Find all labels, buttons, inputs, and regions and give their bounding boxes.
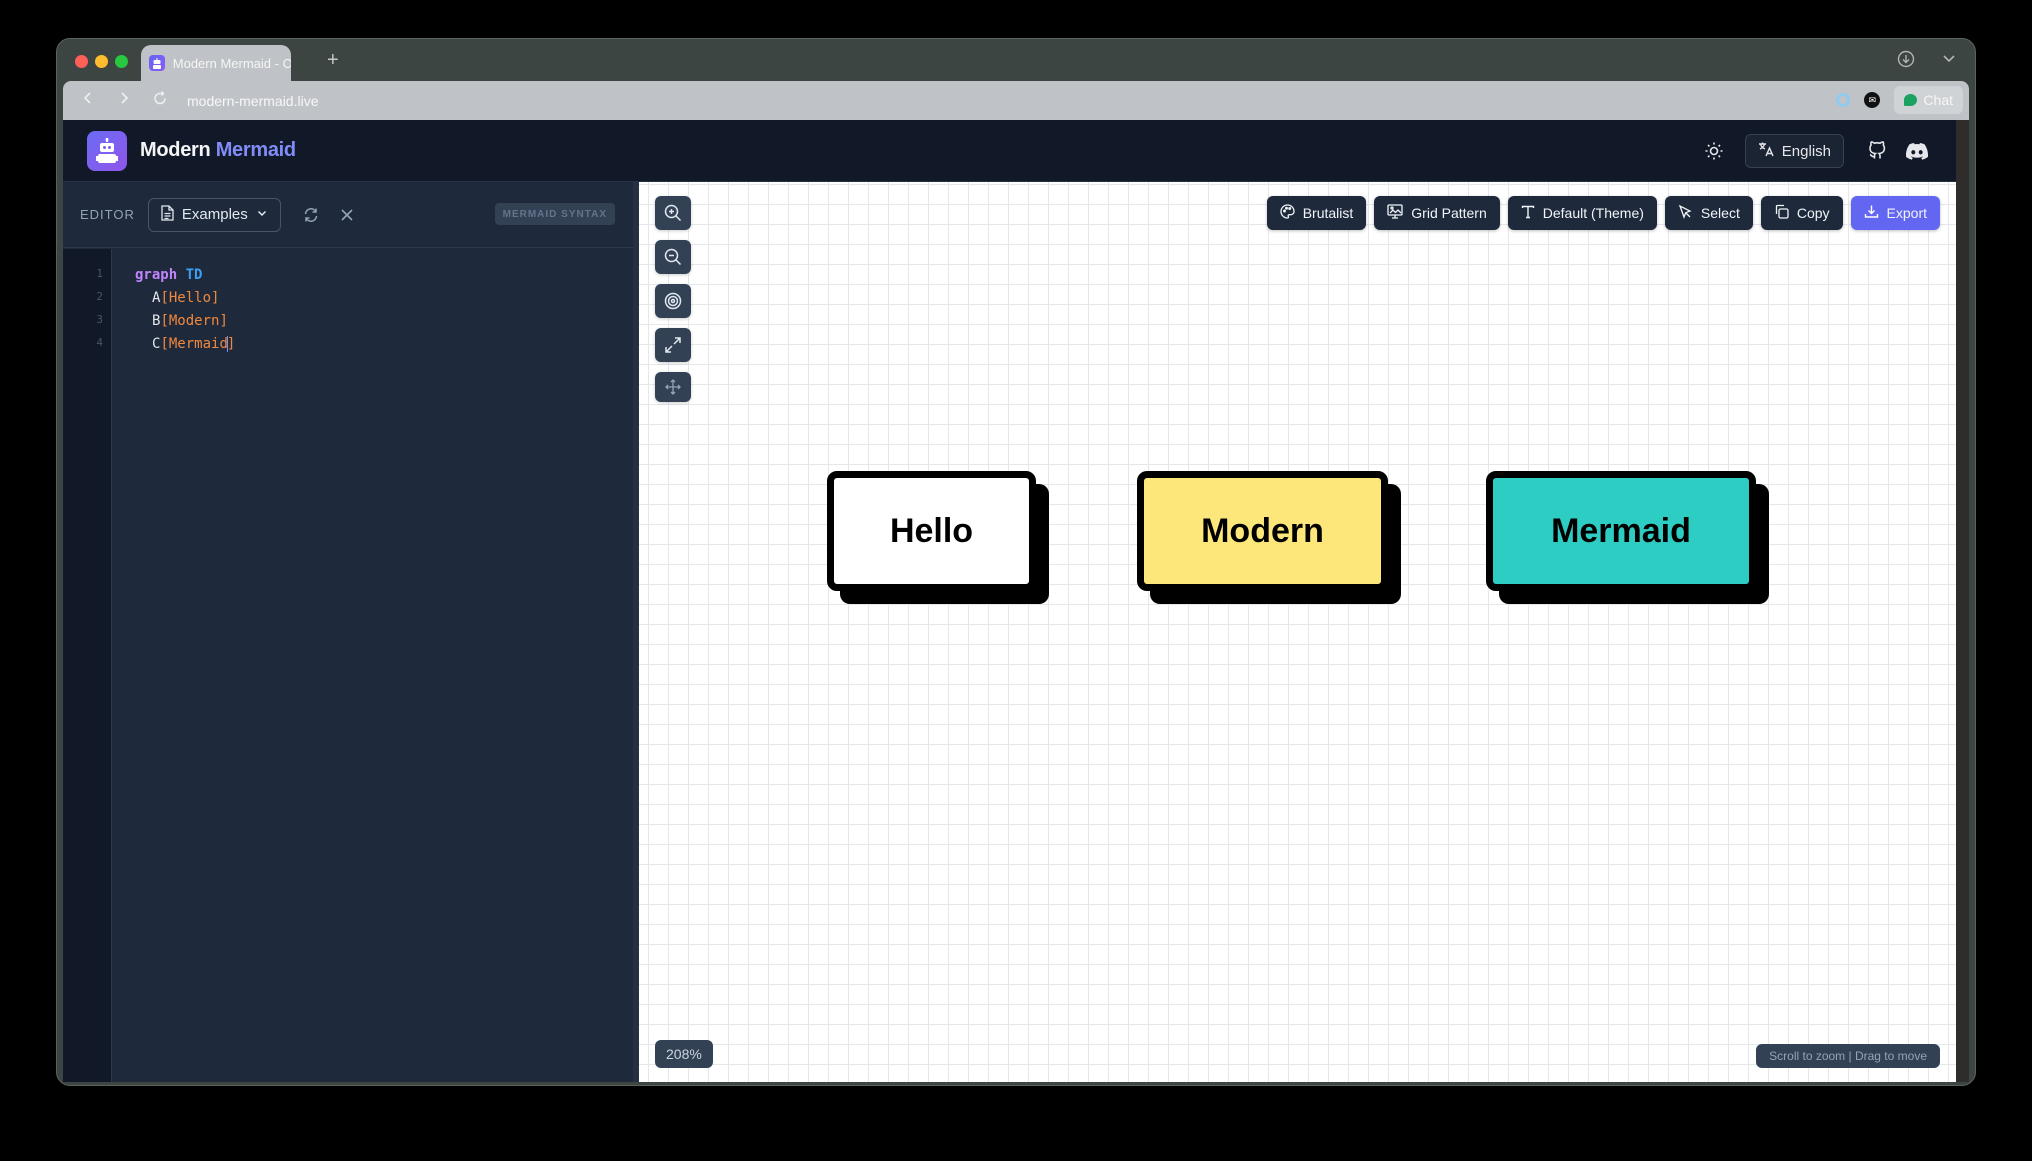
image-pattern-icon: [1387, 204, 1403, 222]
refresh-icon[interactable]: [299, 203, 323, 227]
target-reset-icon[interactable]: [655, 284, 691, 318]
panel-resize-handle[interactable]: [633, 182, 639, 1082]
theme-toggle-sun-icon[interactable]: [1697, 134, 1731, 168]
node-label: [Hello]: [160, 290, 220, 306]
cursor-pointer-icon: [1678, 204, 1693, 222]
diagram-node-mermaid[interactable]: Mermaid: [1486, 471, 1769, 604]
address-bar: modern-mermaid.live ✉ Chat: [63, 81, 1969, 120]
copy-label: Copy: [1796, 205, 1830, 221]
github-icon[interactable]: [1860, 134, 1894, 168]
line-gutter: 1 2 3 4: [63, 249, 112, 1082]
diagram-node-hello[interactable]: Hello: [827, 471, 1049, 604]
editor-panel: EDITOR Examples MERMAID SYNTAX: [63, 182, 633, 1082]
mermaid-syntax-badge: MERMAID SYNTAX: [494, 203, 615, 225]
export-label: Export: [1886, 205, 1927, 221]
node-id: B: [152, 313, 161, 329]
canvas-hint: Scroll to zoom | Drag to move: [1756, 1044, 1940, 1068]
maximize-window-button[interactable]: [115, 55, 128, 68]
node-box: Modern: [1137, 471, 1388, 591]
line-number: 1: [96, 267, 103, 280]
select-label: Select: [1700, 205, 1740, 221]
font-label: Default (Theme): [1542, 205, 1644, 221]
zoom-out-icon[interactable]: [655, 240, 691, 274]
select-button[interactable]: Select: [1664, 196, 1753, 230]
canvas-toolbar: Brutalist Grid Pattern Default (Theme): [1266, 196, 1940, 230]
node-id: A: [152, 290, 161, 306]
chevron-down-icon[interactable]: [1941, 50, 1957, 71]
move-icon[interactable]: [655, 372, 691, 402]
export-button[interactable]: Export: [1850, 196, 1940, 230]
node-label: [Modern]: [160, 313, 228, 329]
zoom-level-indicator: 208%: [655, 1040, 713, 1068]
robot-logo-icon[interactable]: [87, 130, 127, 171]
app-root: Modern Mermaid English: [63, 120, 1956, 1082]
translate-icon: [1758, 141, 1774, 161]
chat-icon: [1904, 94, 1918, 106]
line-number: 2: [96, 290, 103, 303]
mail-icon[interactable]: ✉: [1864, 92, 1881, 108]
text-caret: [226, 336, 228, 352]
code-editor[interactable]: 1 2 3 4 graph TD A[Hello] B[Modern] C[Me…: [63, 249, 633, 1082]
tab-strip: Modern Mermaid - Onl +: [57, 39, 1975, 81]
app-header: Modern Mermaid English: [63, 120, 1956, 182]
type-icon: [1521, 205, 1535, 222]
node-box: Mermaid: [1486, 471, 1756, 591]
background-label: Grid Pattern: [1411, 205, 1487, 221]
page-scrollbar[interactable]: [1956, 120, 1969, 1082]
fullscreen-icon[interactable]: [655, 328, 691, 362]
download-icon: [1864, 204, 1879, 222]
code-line-4[interactable]: C[Mermaid]: [152, 336, 235, 352]
discord-icon[interactable]: [1900, 134, 1934, 168]
node-label: [Mermaid: [160, 336, 228, 352]
new-tab-button[interactable]: +: [327, 49, 339, 71]
extension-ring-icon[interactable]: [1836, 93, 1851, 107]
clear-close-icon[interactable]: [335, 203, 359, 227]
minimize-window-button[interactable]: [95, 55, 108, 68]
code-line-1[interactable]: graph TD: [135, 267, 202, 283]
chevron-down-icon: [256, 206, 268, 223]
forward-icon[interactable]: [113, 91, 135, 110]
chat-label: Chat: [1923, 92, 1953, 108]
node-label-end: ]: [226, 336, 236, 352]
node-box: Hello: [827, 471, 1036, 591]
style-label: Brutalist: [1302, 205, 1354, 221]
examples-label: Examples: [181, 206, 248, 223]
browser-window: Modern Mermaid - Onl + modern-mermaid.li…: [56, 38, 1976, 1086]
keyword-direction: TD: [185, 267, 203, 283]
font-theme-button[interactable]: Default (Theme): [1507, 196, 1657, 230]
background-grid-button[interactable]: Grid Pattern: [1374, 196, 1500, 230]
diagram-canvas[interactable]: Brutalist Grid Pattern Default (Theme): [639, 182, 1956, 1082]
download-icon[interactable]: [1897, 50, 1915, 73]
document-icon: [161, 204, 174, 225]
robot-favicon-icon: [149, 55, 165, 71]
back-icon[interactable]: [77, 91, 99, 110]
node-id: C: [152, 336, 161, 352]
tab-title: Modern Mermaid - Onl: [172, 55, 291, 71]
browser-tab[interactable]: Modern Mermaid - Onl: [141, 45, 291, 81]
palette-icon: [1280, 204, 1295, 222]
language-label: English: [1781, 142, 1831, 160]
url-field[interactable]: modern-mermaid.live: [187, 92, 319, 109]
reload-icon[interactable]: [149, 90, 171, 110]
code-line-3[interactable]: B[Modern]: [152, 313, 228, 329]
keyword-graph: graph: [135, 267, 178, 283]
close-window-button[interactable]: [75, 55, 88, 68]
brand-accent: Mermaid: [215, 139, 296, 161]
line-number: 3: [96, 313, 103, 326]
zoom-in-icon[interactable]: [655, 196, 691, 230]
language-button[interactable]: English: [1744, 134, 1844, 168]
brand-title: Modern Mermaid: [140, 139, 296, 162]
editor-toolbar: EDITOR Examples MERMAID SYNTAX: [63, 182, 633, 248]
chat-button[interactable]: Chat: [1894, 86, 1963, 114]
copy-icon: [1774, 204, 1789, 222]
editor-label: EDITOR: [80, 207, 135, 222]
line-number: 4: [96, 336, 103, 349]
copy-button[interactable]: Copy: [1760, 196, 1843, 230]
brand-primary: Modern: [140, 139, 211, 161]
diagram-node-modern[interactable]: Modern: [1137, 471, 1401, 604]
examples-dropdown[interactable]: Examples: [147, 197, 281, 232]
code-line-2[interactable]: A[Hello]: [152, 290, 219, 306]
style-brutalist-button[interactable]: Brutalist: [1266, 196, 1367, 230]
